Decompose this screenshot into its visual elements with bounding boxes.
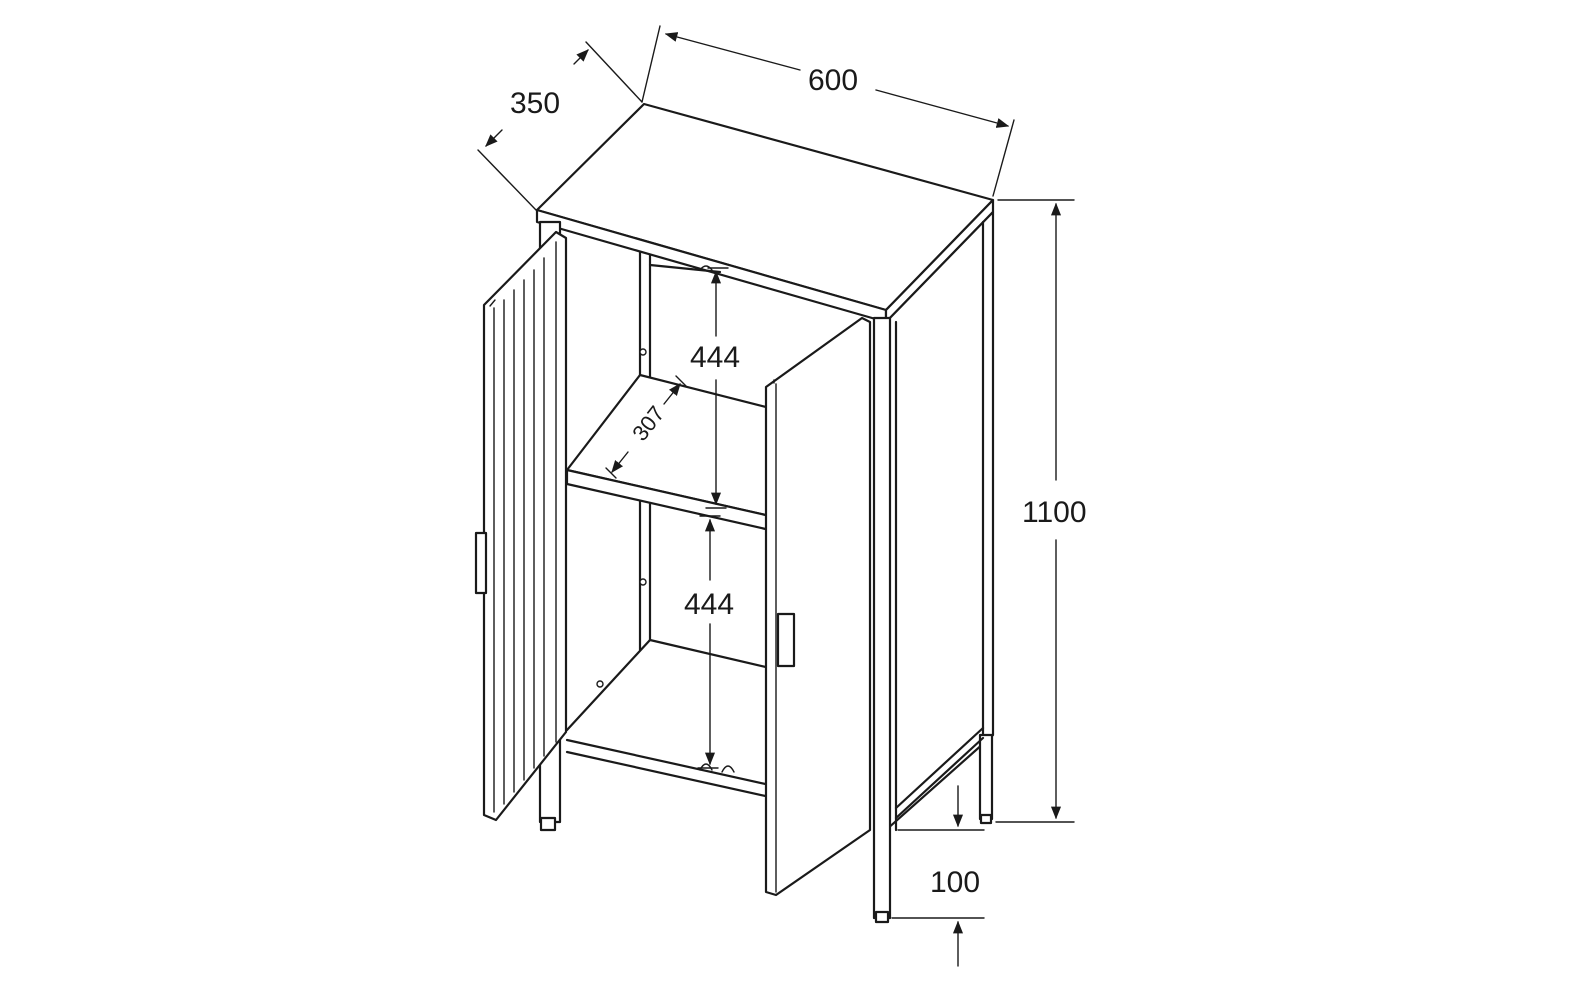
- depth-label: 350: [510, 87, 560, 120]
- dimension-height: 1100: [995, 199, 1087, 823]
- dimension-leg-height: 100: [891, 785, 985, 967]
- right-door: [764, 316, 872, 897]
- left-door: [474, 230, 568, 822]
- dimension-lower-compartment: 444: [684, 515, 734, 769]
- right-side-panel: [884, 210, 995, 832]
- left-front-foot: [539, 816, 557, 832]
- right-door-handle: [776, 612, 796, 668]
- left-door-handle: [474, 531, 488, 595]
- leg-height-label: 100: [930, 866, 980, 899]
- lower-compartment-label: 444: [684, 588, 734, 621]
- right-back-leg: [978, 733, 994, 821]
- dimension-upper-compartment: 444: [690, 267, 740, 509]
- right-front-post: [872, 316, 892, 920]
- upper-compartment-label: 444: [690, 341, 740, 374]
- right-front-foot: [874, 910, 890, 924]
- dimension-depth: 350: [477, 41, 643, 211]
- dimension-width: 600: [641, 25, 1015, 197]
- width-label: 600: [808, 64, 858, 97]
- height-label: 1100: [1022, 496, 1087, 529]
